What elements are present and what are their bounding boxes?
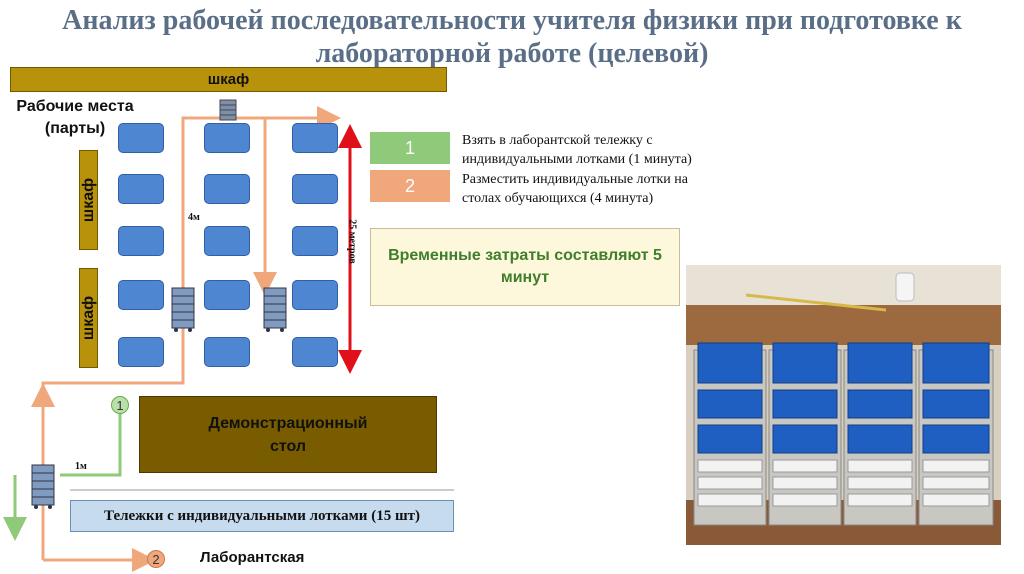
title-line-2: лабораторной работе (целевой) <box>315 38 709 69</box>
demo-line-2: стол <box>269 438 307 455</box>
step-1-marker: 1 <box>111 396 129 414</box>
workplaces-label: Рабочие места (парты) <box>10 96 140 140</box>
title-line-1: Анализ рабочей последовательности учител… <box>62 5 962 36</box>
legend-text-1-line-2: индивидуальными лотками (1 минута) <box>462 152 692 167</box>
cart-icon <box>219 99 237 121</box>
desk <box>292 280 338 310</box>
desk <box>118 226 164 256</box>
legend-text-2-line-2: столах обучающихся (4 минута) <box>462 191 654 206</box>
desk <box>204 226 250 256</box>
legend-text-1-line-1: Взять в лаборантской тележку с <box>462 133 653 148</box>
workplaces-line-2: (парты) <box>44 120 106 137</box>
cabinet-top-label: шкаф <box>207 71 250 88</box>
photo-carts-with-trays <box>686 265 1001 545</box>
legend-box-1: 1 <box>370 132 450 164</box>
slide-title: Анализ рабочей последовательности учител… <box>0 4 1024 70</box>
time-line-2: минут <box>500 269 550 286</box>
demonstration-table: Демонстрационный стол <box>139 396 437 473</box>
desk <box>118 123 164 153</box>
step-2-marker: 2 <box>147 550 165 568</box>
cart-icon <box>31 464 55 509</box>
dimension-1m: 1м <box>75 461 87 472</box>
legend-text-1: Взять в лаборантской тележку с индивидуа… <box>462 131 692 169</box>
desk <box>292 123 338 153</box>
cabinet-left-lower <box>79 268 98 368</box>
desk <box>118 337 164 367</box>
cart-icon <box>171 287 195 332</box>
dimension-25m: 25 метров <box>346 219 358 264</box>
desk <box>204 280 250 310</box>
desk <box>204 337 250 367</box>
desk <box>292 174 338 204</box>
legend-text-2: Разместить индивидуальные лотки на стола… <box>462 170 688 208</box>
cabinet-left-upper <box>79 150 98 250</box>
desk <box>204 174 250 204</box>
desk <box>204 123 250 153</box>
cart-icon <box>263 287 287 332</box>
cabinet-top: шкаф <box>10 67 447 92</box>
demo-line-1: Демонстрационный <box>208 415 368 432</box>
carts-label: Тележки с индивидуальными лотками (15 шт… <box>70 500 454 532</box>
legend-box-2: 2 <box>370 170 450 202</box>
time-line-1: Временные затраты составляют 5 <box>388 247 662 264</box>
workplaces-line-1: Рабочие места <box>16 98 134 115</box>
time-callout: Временные затраты составляют 5 минут <box>370 228 680 306</box>
desk <box>118 280 164 310</box>
desk <box>292 337 338 367</box>
desk <box>292 226 338 256</box>
desk <box>118 174 164 204</box>
green-path <box>60 413 122 477</box>
dimension-4m: 4м <box>188 212 200 223</box>
lab-room-label: Лаборантская <box>200 549 305 566</box>
legend-text-2-line-1: Разместить индивидуальные лотки на <box>462 172 688 187</box>
